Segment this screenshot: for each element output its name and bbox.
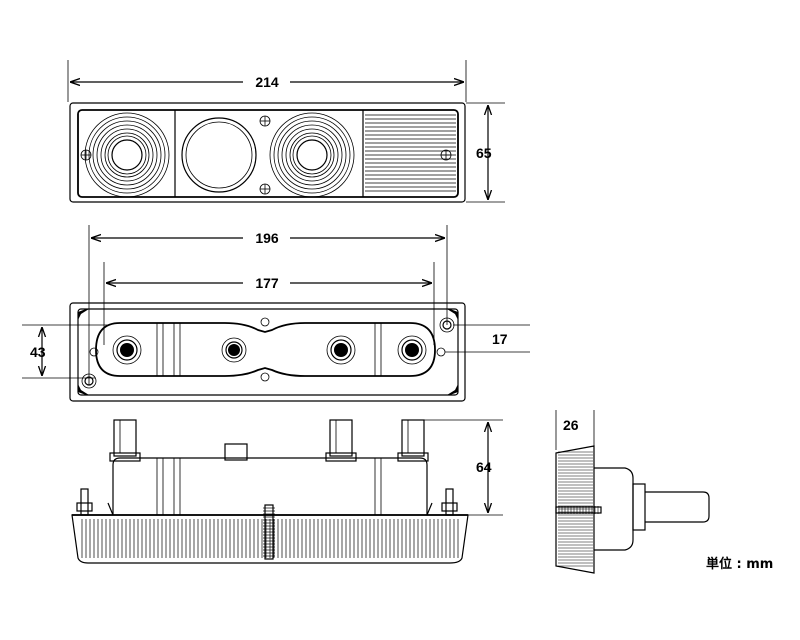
- front-housing: [69, 102, 466, 203]
- ribbed-lens-segment: [365, 114, 456, 192]
- left-reflector-lens: [84, 112, 170, 198]
- center-screw: [263, 504, 275, 560]
- bulb-socket: [397, 335, 427, 365]
- base-plate: [95, 322, 436, 377]
- end-lens: [555, 445, 595, 574]
- front-view: 214: [67, 60, 505, 203]
- side-stud: [441, 488, 458, 516]
- side-view: 64: [71, 419, 503, 564]
- mount-outer-spacing-label: 196: [255, 230, 279, 246]
- bulb-socket: [326, 335, 356, 365]
- front-lens-frame: [77, 109, 459, 198]
- front-height-label: 65: [476, 145, 492, 161]
- bulb-socket: [221, 337, 247, 363]
- side-housing: [112, 457, 428, 515]
- right-reflector-lens: [269, 112, 355, 198]
- side-socket: [325, 419, 357, 462]
- front-width-label: 214: [255, 74, 279, 90]
- side-height-label: 64: [476, 459, 492, 475]
- screw-icon: [80, 149, 92, 161]
- screw-icon: [259, 183, 271, 195]
- side-lens-body: [71, 514, 469, 564]
- side-socket: [224, 443, 248, 461]
- bulb-socket: [112, 335, 142, 365]
- depth-label: 26: [563, 417, 579, 433]
- side-stud: [76, 488, 93, 516]
- end-housing: [594, 467, 634, 551]
- center-lens: [181, 117, 257, 193]
- screw-icon: [259, 115, 271, 127]
- hole-offset-label: 17: [492, 331, 508, 347]
- back-height-label: 43: [30, 344, 46, 360]
- mount-inner-spacing-label: 177: [255, 275, 279, 291]
- side-socket: [397, 419, 429, 462]
- side-socket: [109, 419, 141, 462]
- side-lens-ribs: [81, 519, 459, 558]
- end-view: 26 単位 : mm: [555, 410, 773, 574]
- back-view: 196 177: [22, 225, 530, 402]
- mounting-stud: [81, 373, 97, 389]
- unit-label: 単位 : mm: [706, 556, 773, 572]
- end-socket: [645, 491, 710, 523]
- screw-icon: [440, 149, 452, 161]
